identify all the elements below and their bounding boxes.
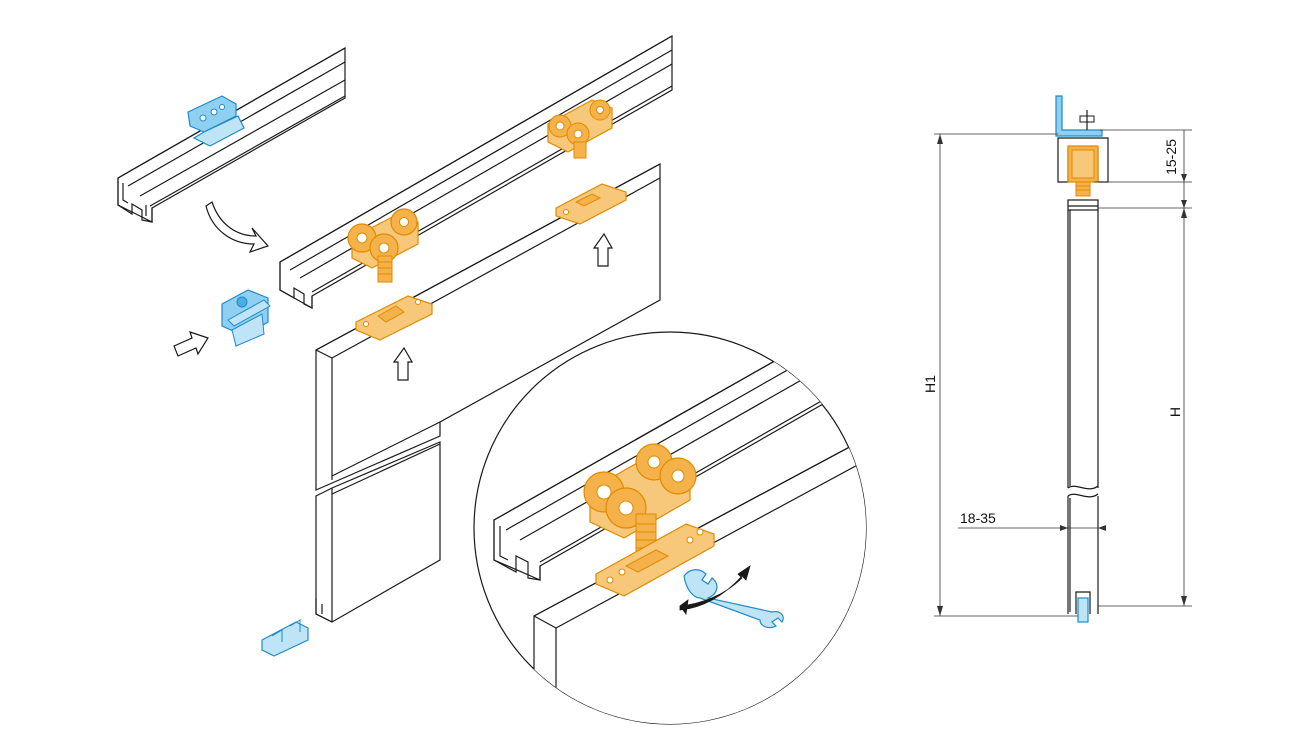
door-panel-lower (315, 441, 441, 623)
arrow-icon (679, 565, 751, 616)
dimension-gap: 15-25 (1094, 129, 1192, 208)
detail-view (473, 331, 867, 725)
thickness-label: 18-35 (960, 510, 996, 526)
section-view: H1 H 15-25 18-35 (922, 95, 1192, 623)
mounting-plate-detail (595, 523, 715, 597)
arrow-icon (205, 201, 270, 254)
roller-carriage-rear (547, 99, 613, 159)
ceiling-bracket (187, 95, 245, 147)
ceiling-bracket-section (1055, 95, 1103, 137)
roller-carriage-detail (583, 443, 697, 559)
wrench-icon (683, 569, 784, 629)
arrow-icon (392, 346, 414, 381)
gap-label: 15-25 (1163, 139, 1179, 175)
assembly-view (117, 34, 673, 657)
mounting-plate-rear (555, 183, 627, 225)
dimension-thickness: 18-35 (958, 510, 1106, 531)
h-label: H (1167, 407, 1183, 417)
door-section (1067, 199, 1099, 614)
dimension-h1: H1 (922, 133, 1078, 617)
mounting-plate (355, 295, 433, 341)
floor-guide (261, 619, 309, 657)
arrow-icon (592, 232, 614, 267)
roller-carriage (347, 208, 419, 283)
arrow-icon (173, 331, 209, 357)
dimension-h: H (1098, 207, 1192, 607)
floor-guide-section (1077, 597, 1089, 623)
h1-label: H1 (922, 375, 938, 393)
end-stop (221, 289, 271, 347)
